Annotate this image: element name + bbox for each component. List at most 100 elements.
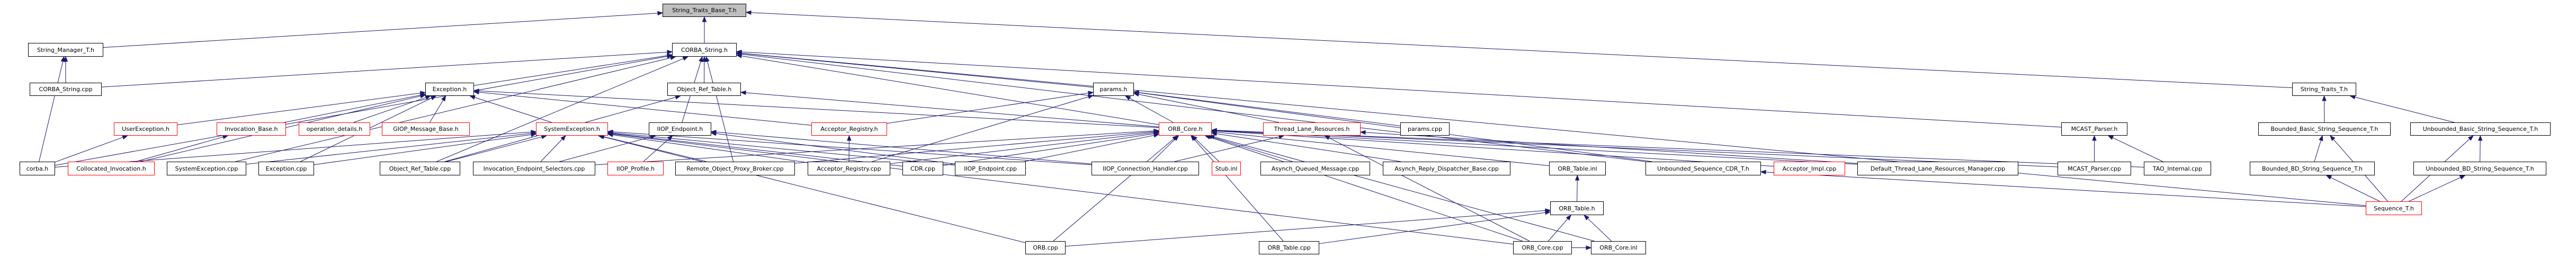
graph-node-orb-core-inl[interactable]: ORB_Core.inl [1591,241,1646,254]
graph-node-string-traits-base-t-h[interactable]: String_Traits_Base_T.h [663,4,746,17]
node-label: IIOP_Profile.h [616,165,655,172]
edge-15 [741,56,1159,125]
edge-63 [1216,131,1550,166]
edge-31 [314,134,532,165]
graph-node-stub-inl[interactable]: Stub.inl [1212,162,1241,175]
graph-node-object-ref-table-cpp[interactable]: Object_Ref_Table.cpp [380,162,460,175]
edge-54 [595,130,1155,165]
graph-node-thread-lane-resources-h[interactable]: Thread_Lane_Resources.h [1263,122,1361,136]
edge-arrowhead-83 [1586,245,1592,250]
graph-node-asynch-queued-message-cpp[interactable]: Asynch_Queued_Message.cpp [1260,162,1370,175]
graph-node-acceptor-registry-cpp[interactable]: Acceptor_Registry.cpp [808,162,890,175]
graph-node-userexception-h[interactable]: UserException.h [114,122,177,136]
edge-arrowhead-81 [1584,215,1590,220]
edge-arrowhead-33 [560,135,566,141]
graph-node-iiop-connection-handler-cpp[interactable]: IIOP_Connection_Handler.cpp [1092,162,1199,175]
edge-arrowhead-90 [2325,175,2332,180]
graph-node-tao-internal-cpp[interactable]: TAO_Internal.cpp [2144,162,2211,175]
graph-node-orb-cpp[interactable]: ORB.cpp [1025,241,1066,254]
graph-node-collocated-invocation-h[interactable]: Collocated_Invocation.h [68,162,155,175]
edge-arrowhead-4 [60,56,65,63]
graph-node-systemexception-h[interactable]: SystemException.h [536,122,608,136]
graph-node-corba-string-h[interactable]: CORBA_String.h [672,43,737,57]
graph-node-corba-string-cpp[interactable]: CORBA_String.cpp [30,83,102,96]
graph-node-string-traits-t-h[interactable]: String_Traits_T.h [2292,83,2356,96]
node-label: ORB_Table.cpp [1267,244,1311,251]
node-label: String_Manager_T.h [37,46,94,54]
graph-node-orb-core-h[interactable]: ORB_Core.h [1159,122,1212,136]
edge-11 [707,61,734,162]
graph-node-string-manager-t-h[interactable]: String_Manager_T.h [28,43,103,57]
node-label: Exception.h [432,86,467,93]
graph-node-orb-table-h[interactable]: ORB_Table.h [1550,201,1604,215]
graph-node-invocation-base-h[interactable]: Invocation_Base.h [217,122,286,136]
edge-arrowhead-46 [710,130,717,135]
graph-node-exception-cpp[interactable]: Exception.cpp [258,162,314,175]
node-label: Invocation_Base.h [225,126,278,132]
graph-node-mcast-parser-cpp[interactable]: MCAST_Parser.cpp [2058,162,2131,175]
graph-node-asynch-reply-dispatcher-base-cpp[interactable]: Asynch_Reply_Dispatcher_Base.cpp [1383,162,1510,175]
node-label: Bounded_BD_String_Sequence_T.h [2262,165,2363,172]
node-label: GIOP_Message_Base.h [393,126,459,132]
edge-28 [136,136,223,162]
edge-arrowhead-40 [607,131,613,137]
graph-node-bounded-basic-string-sequence-t-h[interactable]: Bounded_Basic_String_Sequence_T.h [2258,122,2391,136]
edge-arrowhead-53 [1133,90,1139,95]
graph-node-remote-object-proxy-broker-cpp[interactable]: Remote_Object_Proxy_Broker.cpp [675,162,795,175]
edge-arrowhead-24 [430,95,437,100]
node-label: CORBA_String.h [681,46,728,54]
edge-arrowhead-58 [1153,130,1160,135]
edge-42 [745,92,1159,127]
edge-40 [612,134,1514,245]
edge-arrowhead-87 [2330,135,2336,141]
graph-node-corba-h[interactable]: corba.h [20,162,55,175]
node-label: CORBA_String.cpp [39,86,93,93]
node-label: Stub.inl [1215,165,1238,172]
graph-node-giop-message-base-h[interactable]: GIOP_Message_Base.h [382,122,470,136]
edge-61 [1211,137,1293,162]
graph-node-exception-h[interactable]: Exception.h [425,83,474,96]
graph-node-operation-details-h[interactable]: operation_details.h [299,122,370,136]
edge-66 [1216,130,2058,167]
graph-node-bounded-bd-string-sequence-t-h[interactable]: Bounded_BD_String_Sequence_T.h [2250,162,2375,175]
graph-node-sequence-t-h[interactable]: Sequence_T.h [2366,201,2422,215]
graph-node-invocation-endpoint-selectors-cpp[interactable]: Invocation_Endpoint_Selectors.cpp [473,162,595,175]
edge-arrowhead-43 [667,135,673,141]
edge-79 [1319,212,1546,244]
edge-38 [612,134,808,163]
graph-node-unbounded-bd-string-sequence-t-h[interactable]: Unbounded_BD_String_Sequence_T.h [2413,162,2546,175]
edge-55 [794,131,1155,164]
edge-arrowhead-74 [1324,135,1330,140]
edge-17 [741,53,2366,206]
edge-arrowhead-23 [419,94,426,99]
graph-node-systemexception-cpp[interactable]: SystemException.cpp [167,162,246,175]
graph-node-orb-table-inl[interactable]: ORB_Table.inl [1549,162,1606,175]
graph-node-acceptor-impl-cpp[interactable]: Acceptor_Impl.cpp [1774,162,1845,175]
edge-arrowhead-71 [1191,135,1196,141]
graph-node-iiop-endpoint-h[interactable]: IIOP_Endpoint.h [649,122,711,136]
graph-node-unbounded-basic-string-sequence-t-h[interactable]: Unbounded_Basic_String_Sequence_T.h [2410,122,2551,136]
graph-node-orb-table-cpp[interactable]: ORB_Table.cpp [1259,241,1319,254]
edge-49 [872,96,1089,162]
graph-node-params-h[interactable]: params.h [1093,83,1134,96]
edge-71 [1194,139,1284,242]
graph-node-cdr-cpp[interactable]: CDR.cpp [902,162,943,175]
edge-77 [1577,180,1578,202]
node-label: Bounded_Basic_String_Sequence_T.h [2270,126,2378,132]
graph-node-mcast-parser-h[interactable]: MCAST_Parser.h [2061,122,2127,136]
graph-node-iiop-endpoint-cpp[interactable]: IIOP_Endpoint.cpp [955,162,1026,175]
edge-arrowhead-84 [2322,95,2327,101]
graph-node-object-ref-table-h[interactable]: Object_Ref_Table.h [667,83,741,96]
edge-78 [1065,210,1546,247]
graph-node-unbounded-sequence-cdr-t-h[interactable]: Unbounded_Sequence_CDR_T.h [1645,162,1761,175]
graph-node-orb-core-cpp[interactable]: ORB_Core.cpp [1513,241,1572,254]
edge-arrowhead-27 [122,135,128,140]
graph-node-default-thread-lane-resources-manager-cpp[interactable]: Default_Thread_Lane_Resources_Manager.cp… [1857,162,2018,175]
edge-86 [2314,140,2321,162]
graph-node-params-cpp[interactable]: params.cpp [1400,122,1450,136]
graph-node-acceptor-registry-h[interactable]: Acceptor_Registry.h [811,122,887,136]
edge-arrowhead-11 [705,56,710,63]
graph-node-iiop-profile-h[interactable]: IIOP_Profile.h [607,162,664,175]
